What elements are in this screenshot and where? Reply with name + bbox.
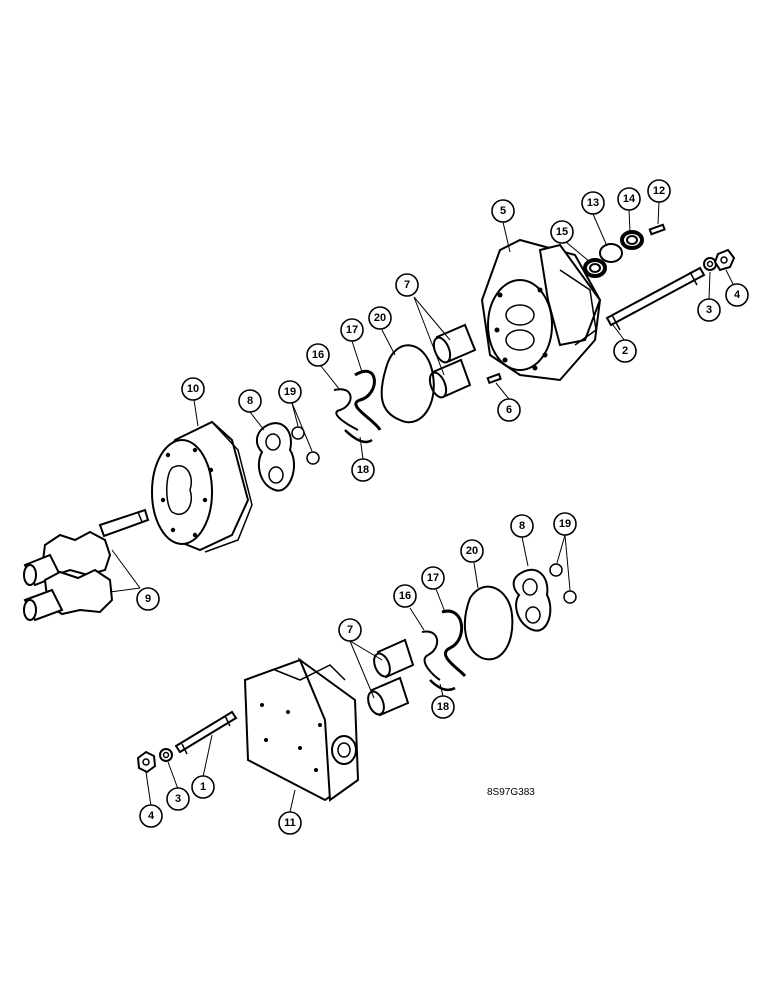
callout-3-upper-label: 3 — [706, 304, 712, 316]
callout-17-lower: 17 — [421, 566, 445, 590]
callout-12: 12 — [647, 179, 671, 203]
reference-code: 8S97G383 — [487, 787, 535, 798]
part-18-seal — [344, 429, 373, 444]
callout-13-label: 13 — [587, 197, 599, 209]
part-7-bushings — [428, 323, 477, 399]
callout-5: 5 — [491, 199, 515, 223]
callout-6: 6 — [497, 398, 521, 422]
callout-17-upper-label: 17 — [346, 324, 358, 336]
callout-10: 10 — [181, 377, 205, 401]
callout-4-lower: 4 — [139, 804, 163, 828]
part-4-nut-lower — [136, 750, 157, 774]
part-11-front-housing — [243, 657, 360, 802]
part-1-stud — [174, 710, 238, 755]
part-14-seal — [620, 230, 644, 250]
callout-16-upper: 16 — [306, 343, 330, 367]
callout-6-label: 6 — [506, 404, 512, 416]
callout-7-lower-label: 7 — [347, 624, 353, 636]
part-9-gear-shafts — [23, 508, 150, 622]
callout-18-upper: 18 — [351, 458, 375, 482]
callout-4-upper-label: 4 — [734, 289, 741, 301]
callout-3-lower: 3 — [166, 787, 190, 811]
part-17-seal-lower — [441, 609, 467, 678]
part-8-wear-plate — [255, 422, 295, 492]
callout-20-upper: 20 — [368, 306, 392, 330]
callout-19-upper-label: 19 — [284, 386, 296, 398]
callout-3-upper: 3 — [697, 298, 721, 322]
callout-16-upper-label: 16 — [312, 349, 324, 361]
callout-7-upper-label: 7 — [404, 279, 410, 291]
callout-8-lower-label: 8 — [519, 520, 525, 532]
part-5-end-cover — [480, 238, 602, 382]
callout-13: 13 — [581, 191, 605, 215]
callout-15: 15 — [550, 220, 574, 244]
callout-2: 2 — [613, 339, 637, 363]
callout-18-lower: 18 — [431, 695, 455, 719]
callout-14-label: 14 — [623, 193, 636, 205]
callout-1: 1 — [191, 775, 215, 799]
callout-4-lower-label: 4 — [148, 810, 155, 822]
part-16-seal — [333, 388, 359, 431]
part-7-bushings-lower — [367, 638, 415, 717]
part-20-gasket — [380, 344, 435, 423]
part-18-seal-lower — [429, 679, 456, 692]
callout-7-upper: 7 — [395, 273, 419, 297]
callout-20-upper-label: 20 — [374, 312, 386, 324]
callout-15-label: 15 — [556, 226, 568, 238]
callout-2-label: 2 — [622, 345, 628, 357]
callout-19-lower: 19 — [553, 512, 577, 536]
part-3-washer — [703, 257, 717, 271]
callout-12-label: 12 — [653, 185, 665, 197]
part-2-stud — [605, 266, 706, 331]
part-12-key — [648, 223, 666, 236]
callout-18-lower-label: 18 — [437, 701, 449, 713]
part-13-ring — [599, 243, 623, 263]
part-19-orings — [291, 426, 320, 465]
part-10-gear-housing — [151, 420, 253, 553]
callout-19-upper: 19 — [278, 380, 302, 404]
callout-17-lower-label: 17 — [427, 572, 439, 584]
part-15-seal — [583, 258, 607, 278]
callout-5-label: 5 — [500, 205, 506, 217]
part-20-gasket-lower — [463, 585, 514, 661]
part-19-orings-lower — [549, 563, 577, 604]
callout-17-upper: 17 — [340, 318, 364, 342]
callout-18-upper-label: 18 — [357, 464, 369, 476]
part-17-seal — [354, 369, 382, 431]
callout-10-label: 10 — [187, 383, 199, 395]
callout-8-lower: 8 — [510, 514, 534, 538]
callout-7-lower: 7 — [338, 618, 362, 642]
part-16-seal-lower — [421, 630, 441, 681]
callout-11: 11 — [278, 811, 302, 835]
callout-20-lower-label: 20 — [466, 545, 478, 557]
callout-3-lower-label: 3 — [175, 793, 181, 805]
callout-19-lower-label: 19 — [559, 518, 571, 530]
callout-9: 9 — [136, 587, 160, 611]
callout-4-upper: 4 — [725, 283, 749, 307]
callout-16-lower: 16 — [393, 584, 417, 608]
part-3-washer-lower — [159, 748, 173, 762]
callout-1-label: 1 — [200, 781, 206, 793]
part-4-nut — [713, 248, 736, 272]
callout-16-lower-label: 16 — [399, 590, 411, 602]
callout-8-upper: 8 — [238, 389, 262, 413]
callout-11-label: 11 — [284, 817, 296, 829]
part-8-wear-plate-lower — [512, 568, 552, 632]
leader-lines — [109, 201, 734, 813]
part-6-pin — [486, 372, 502, 385]
callout-20-lower: 20 — [460, 539, 484, 563]
callout-14: 14 — [617, 187, 641, 211]
callout-8-upper-label: 8 — [247, 395, 253, 407]
callout-9-label: 9 — [145, 593, 151, 605]
